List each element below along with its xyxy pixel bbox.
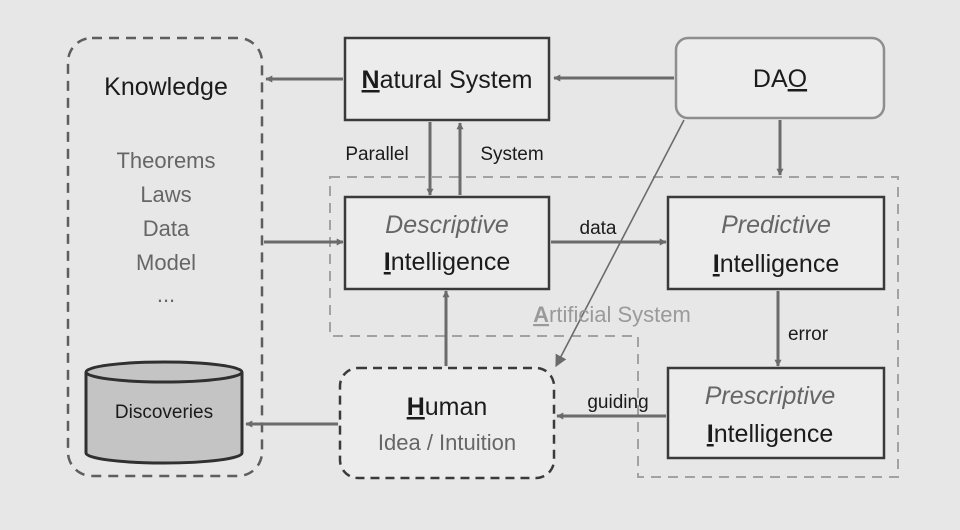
- descriptive-title: Descriptive: [385, 211, 509, 239]
- knowledge-item: Model: [136, 250, 196, 275]
- prescriptive-intelligence-box[interactable]: [666, 366, 886, 460]
- knowledge-item: ...: [157, 282, 175, 307]
- prescriptive-subtitle: Intelligence: [707, 420, 833, 448]
- artificial-system-label: Artificial System: [533, 302, 691, 327]
- human-box[interactable]: [338, 366, 556, 480]
- edge-label-guiding: guiding: [587, 392, 648, 413]
- predictive-subtitle: Intelligence: [713, 250, 839, 278]
- knowledge-item: Laws: [140, 182, 191, 207]
- predictive-intelligence-box[interactable]: [666, 195, 886, 291]
- human-subtitle: Idea / Intuition: [378, 430, 516, 455]
- prescriptive-title: Prescriptive: [705, 382, 836, 410]
- knowledge-title: Knowledge: [104, 73, 228, 101]
- natural-system-label: Natural System: [362, 66, 533, 94]
- natural-system-box[interactable]: [343, 36, 551, 122]
- knowledge-item: Data: [143, 216, 190, 241]
- knowledge-container: [66, 36, 264, 478]
- edge-label-data: data: [580, 218, 617, 239]
- predictive-title: Predictive: [721, 211, 831, 239]
- discoveries-store: [84, 360, 244, 465]
- descriptive-subtitle: Intelligence: [384, 248, 510, 276]
- arrow-dao-to-human: [555, 119, 685, 368]
- human-title: Human: [407, 393, 488, 421]
- descriptive-intelligence-box[interactable]: [343, 195, 551, 291]
- dao-box[interactable]: [674, 36, 886, 120]
- discoveries-label: Discoveries: [115, 402, 213, 423]
- edge-label-error: error: [788, 324, 829, 345]
- knowledge-item: Theorems: [116, 148, 215, 173]
- artificial-system-region: [329, 176, 899, 478]
- dao-label: DAO: [753, 65, 807, 93]
- edge-label-parallel: Parallel: [345, 144, 408, 165]
- edge-label-system: System: [480, 144, 543, 165]
